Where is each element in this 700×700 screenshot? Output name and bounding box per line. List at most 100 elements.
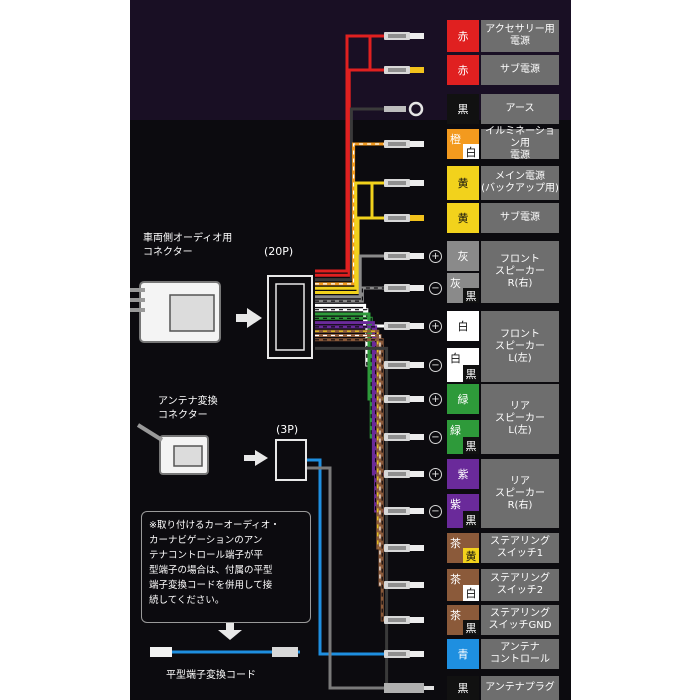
terminal-tip (410, 471, 424, 477)
terminal-tip (410, 396, 424, 402)
antenna-connector-socket (173, 445, 203, 467)
antenna-connector-cable (136, 423, 164, 442)
terminal-slot (388, 68, 406, 72)
yellow-jumper-wire (370, 181, 384, 220)
function-label-brown-yellow: ステアリングスイッチ1 (481, 533, 559, 563)
vehicle-connector-cables (130, 288, 145, 312)
function-text-line: スピーカー (495, 413, 545, 424)
wire-stripe-brown-black (315, 339, 384, 621)
function-text-line: ステアリング (490, 608, 550, 619)
color-box-stripe-orange-white: 白 (463, 144, 479, 159)
color-box-black-earth: 黒 (447, 94, 479, 124)
terminal-green (384, 395, 424, 403)
function-text-line: コントロール (490, 654, 550, 665)
function-text-line: フロント (500, 254, 540, 265)
function-text-line: R(右) (507, 499, 533, 511)
wire-harness (306, 34, 389, 690)
function-text-line: リア (510, 401, 530, 412)
function-label-black-plug: アンテナプラグ (481, 676, 559, 700)
color-box-gray: 灰 (447, 241, 479, 271)
polarity-plus-gray: + (429, 250, 442, 263)
wire-gray-black (315, 286, 384, 303)
function-text-line: ステアリング (490, 536, 550, 547)
function-text-line: スピーカー (495, 340, 545, 352)
terminal-slot (388, 181, 406, 185)
function-text-line: サブ電源 (500, 212, 540, 223)
wire-antenna-coax (306, 466, 384, 690)
function-text-line: スピーカー (495, 487, 545, 499)
terminal-gray (384, 252, 424, 260)
color-box-stripe-white-black: 黒 (463, 365, 479, 382)
terminal-tip (410, 33, 424, 39)
terminal-red-acc (384, 32, 424, 40)
harness-20p-connector (267, 275, 313, 359)
terminal-slot (388, 509, 406, 513)
terminal-tip (410, 545, 424, 551)
color-box-stripe-gray-black: 黒 (463, 288, 479, 303)
terminal-orange-white (384, 140, 424, 148)
polarity-minus-gray-black: − (429, 282, 442, 295)
terminal-slot (388, 216, 406, 220)
terminal-brown-white (384, 581, 424, 589)
function-text-line: アース (505, 103, 535, 114)
color-box-purple: 紫 (447, 459, 479, 489)
connector-20p-label: (20P) (264, 245, 294, 258)
color-box-stripe-brown-yellow: 黄 (463, 548, 479, 563)
color-box-yellow-main: 黄 (447, 166, 479, 200)
function-text-line: L(左) (508, 425, 532, 436)
terminal-tip (410, 215, 424, 221)
function-text-line: ステアリング (490, 573, 550, 584)
function-label-yellow-sub: サブ電源 (481, 203, 559, 233)
function-label-brown-white: ステアリングスイッチ2 (481, 569, 559, 601)
arrow-to-antenna-connector (244, 450, 268, 466)
color-box-white: 白 (447, 311, 479, 341)
polarity-plus-purple: + (429, 468, 442, 481)
terminal-tip (410, 617, 424, 623)
color-box-stripe-purple-black: 黒 (463, 511, 479, 528)
function-label-orange-white: イルミネーション用電源 (481, 126, 559, 161)
function-label-blue: アンテナコントロール (481, 639, 559, 669)
arrow-to-vehicle-connector (236, 308, 262, 328)
terminal-brown-yellow (384, 544, 424, 552)
terminal-slot (388, 435, 406, 439)
terminal-green-black (384, 433, 424, 441)
vehicle-connector-pins (169, 294, 215, 332)
terminal-slot (388, 324, 406, 328)
ring-terminal-eye (408, 101, 424, 117)
color-box-black-plug: 黒 (447, 676, 479, 700)
function-text-line: R(右) (507, 278, 533, 289)
terminal-black-earth (384, 101, 424, 117)
polarity-plus-green: + (429, 393, 442, 406)
terminal-white (384, 322, 424, 330)
function-text-line: (バックアップ用) (481, 183, 559, 194)
color-box-stripe-brown-black: 黒 (463, 620, 479, 635)
function-text-line: 電源 (510, 150, 530, 161)
color-box-red-acc: 赤 (447, 20, 479, 52)
function-text-line: フロント (500, 328, 540, 340)
function-text-line: L(左) (508, 352, 532, 364)
antenna-plug-tip (424, 686, 434, 690)
terminal-tip (410, 582, 424, 588)
antenna-connector-label: アンテナ変換 コネクター (158, 396, 218, 421)
red-jumper-wire (368, 34, 384, 72)
terminal-tip (410, 508, 424, 514)
terminal-tip (410, 434, 424, 440)
terminal-slot (388, 583, 406, 587)
terminal-slot (388, 618, 406, 622)
wire-black-earth (315, 107, 384, 282)
wire-stripe-orange-white (315, 143, 384, 285)
function-text-line: メイン電源 (495, 171, 545, 182)
function-text-line: アンテナプラグ (485, 682, 555, 693)
color-box-red-sub: 赤 (447, 55, 479, 85)
terminal-tip (410, 362, 424, 368)
color-box-stripe-brown-white: 白 (463, 585, 479, 601)
terminal-tip (410, 67, 424, 73)
function-text-line: リア (510, 475, 530, 487)
polarity-minus-green-black: − (429, 431, 442, 444)
terminal-purple (384, 470, 424, 478)
wire-stripe-brown-white (315, 334, 384, 586)
